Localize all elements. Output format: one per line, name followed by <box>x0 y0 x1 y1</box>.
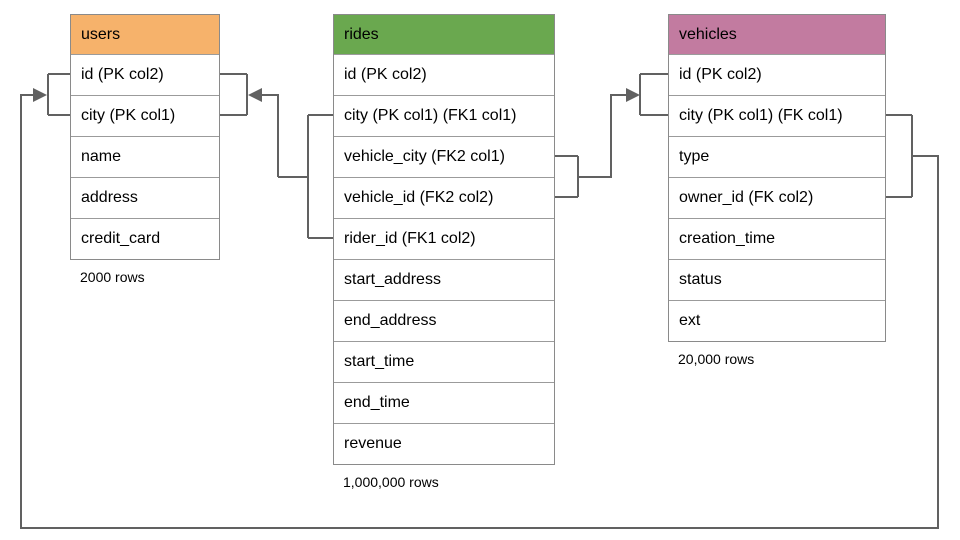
table-vehicles-row-owner-id: owner_id (FK col2) <box>669 177 885 218</box>
table-rides-row-id: id (PK col2) <box>334 54 554 95</box>
arrowhead-to-users-right <box>248 88 262 102</box>
table-rides-row-start-address: start_address <box>334 259 554 300</box>
table-rides-row-city: city (PK col1) (FK1 col1) <box>334 95 554 136</box>
table-users-row-city: city (PK col1) <box>71 95 219 136</box>
table-vehicles-row-city: city (PK col1) (FK col1) <box>669 95 885 136</box>
relationship-rides-users <box>220 73 333 239</box>
table-vehicles-rowcount: 20,000 rows <box>678 351 755 367</box>
table-vehicles-row-type: type <box>669 136 885 177</box>
relationship-rides-vehicles <box>555 73 668 198</box>
table-vehicles: vehicles id (PK col2) city (PK col1) (FK… <box>668 14 886 367</box>
table-rides: rides id (PK col2) city (PK col1) (FK1 c… <box>333 14 555 490</box>
table-users-rowcount: 2000 rows <box>80 269 145 285</box>
table-users-row-address: address <box>71 177 219 218</box>
table-rides-row-vehicle-city: vehicle_city (FK2 col1) <box>334 136 554 177</box>
table-users-row-name: name <box>71 136 219 177</box>
table-users-row-credit-card: credit_card <box>71 218 219 259</box>
arrowhead-to-users-left <box>33 88 47 102</box>
arrowhead-to-vehicles-left <box>626 88 640 102</box>
table-rides-rowcount: 1,000,000 rows <box>343 474 439 490</box>
relationship-vehicles-users <box>20 73 939 529</box>
table-rides-row-end-time: end_time <box>334 382 554 423</box>
table-rides-row-revenue: revenue <box>334 423 554 464</box>
table-users-header: users <box>71 15 219 54</box>
table-vehicles-row-creation-time: creation_time <box>669 218 885 259</box>
table-vehicles-row-status: status <box>669 259 885 300</box>
table-users-row-id: id (PK col2) <box>71 54 219 95</box>
table-rides-row-end-address: end_address <box>334 300 554 341</box>
table-rides-row-start-time: start_time <box>334 341 554 382</box>
table-rides-row-rider-id: rider_id (FK1 col2) <box>334 218 554 259</box>
table-vehicles-header: vehicles <box>669 15 885 54</box>
table-vehicles-row-ext: ext <box>669 300 885 341</box>
table-rides-header: rides <box>334 15 554 54</box>
table-rides-row-vehicle-id: vehicle_id (FK2 col2) <box>334 177 554 218</box>
table-users: users id (PK col2) city (PK col1) name a… <box>70 14 220 285</box>
table-vehicles-row-id: id (PK col2) <box>669 54 885 95</box>
